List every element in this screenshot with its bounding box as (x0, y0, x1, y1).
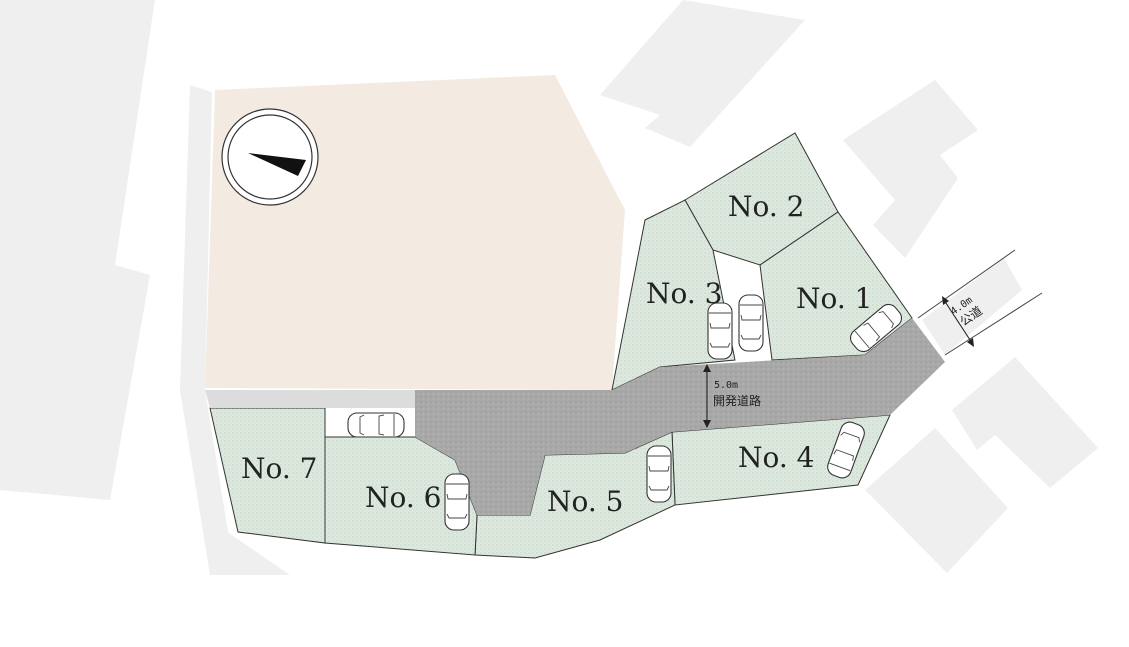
lot-label: No. 3 (646, 277, 722, 310)
car-icon (347, 412, 405, 438)
neighbor-block-west (0, 0, 155, 500)
car-icon (738, 294, 764, 352)
lot-label: No. 4 (738, 441, 814, 474)
public-road-edges (917, 249, 1043, 356)
neighbor-building-north (600, 0, 805, 147)
development-road (415, 318, 945, 515)
lot-label: No. 5 (547, 485, 623, 518)
southern-strip (210, 520, 290, 575)
lots (205, 132, 913, 559)
north-arrow-icon (221, 108, 319, 206)
car-icon (444, 473, 470, 531)
western-strip (180, 85, 235, 575)
dimension-arrows (703, 296, 974, 428)
cars (347, 294, 903, 531)
neighbor-building-southeast-2 (952, 357, 1098, 488)
car-icon (646, 445, 672, 503)
lot-label: No. 2 (728, 190, 804, 223)
car-icon (849, 303, 903, 353)
lot-7-strip (205, 390, 415, 408)
lot-labels: No. 1 No. 2 No. 3 No. 4 No. 5 No. 6 No. … (241, 190, 872, 518)
car-icon (707, 302, 733, 360)
development-road-width: 5.0m (714, 380, 738, 391)
car-icon (827, 421, 865, 479)
public-road-width-arrow (943, 299, 973, 344)
lot-label: No. 6 (365, 481, 441, 514)
public-road-surface (922, 258, 1022, 355)
neighbor-buildings (0, 0, 1098, 575)
lot-label: No. 1 (796, 282, 872, 315)
lot-label: No. 7 (241, 452, 317, 485)
development-road-name: 開発道路 (713, 393, 761, 408)
neighbor-building-southeast-1 (865, 428, 1008, 573)
neighbor-building-northeast (843, 80, 978, 258)
